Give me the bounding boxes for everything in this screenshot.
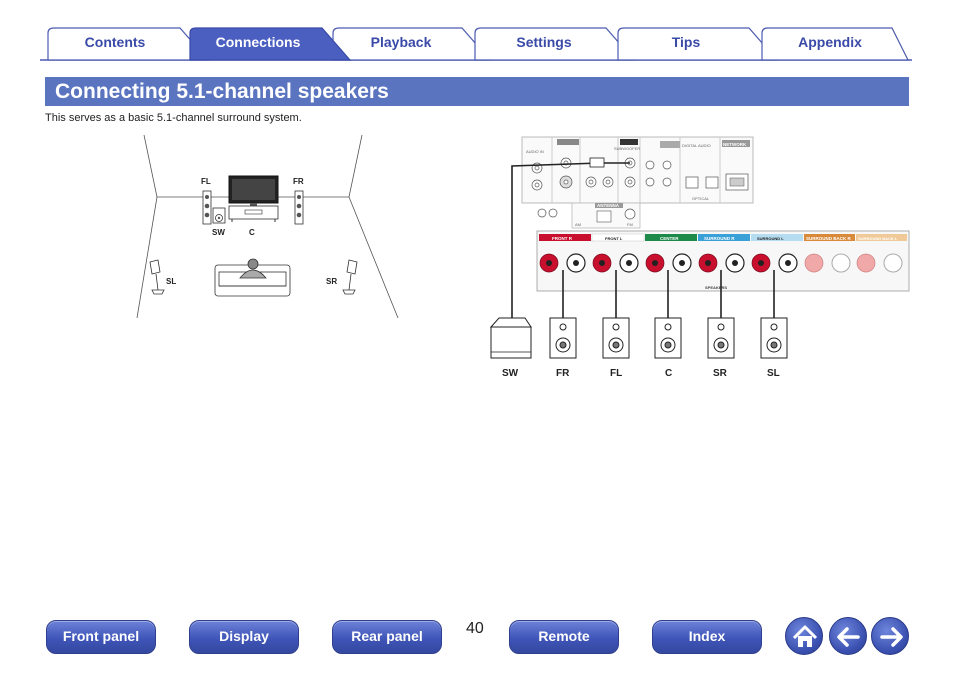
home-button[interactable]: [785, 617, 823, 655]
tab-playback[interactable]: Playback: [370, 34, 432, 50]
panel-label-fm: FM: [627, 222, 633, 227]
room-layout-diagram: [136, 134, 399, 319]
forward-button[interactable]: [871, 617, 909, 655]
room-label-fl: FL: [201, 177, 211, 186]
terminal-label-surround-r: SURROUND R: [704, 236, 735, 241]
wiring-label-fr: FR: [556, 368, 570, 379]
tab-tips[interactable]: Tips: [671, 34, 701, 50]
back-button[interactable]: [829, 617, 867, 655]
sr-speaker-icon: [342, 259, 358, 295]
wiring-label-sr: SR: [713, 368, 728, 379]
tab-contents[interactable]: Contents: [84, 34, 146, 50]
panel-label-optical: OPTICAL: [692, 196, 710, 201]
page-number: 40: [466, 620, 484, 637]
page-title-bar: Connecting 5.1-channel speakers: [45, 77, 909, 106]
terminal-label-front-r: FRONT R: [552, 236, 573, 241]
rear-panel-button[interactable]: Rear panel: [332, 620, 442, 654]
terminal-label-surround-back-r: SURROUND BACK R: [806, 236, 851, 241]
terminal-label-center: CENTER: [660, 236, 679, 241]
tv-icon: [228, 175, 279, 222]
tab-settings[interactable]: Settings: [516, 34, 572, 50]
speaker-terminals: [539, 253, 903, 273]
panel-label-subwoofer: SUBWOOFER: [614, 146, 640, 151]
panel-label-digital-audio: DIGITAL AUDIO: [682, 143, 711, 148]
terminal-label-surround-l: SURROUND L: [757, 236, 784, 241]
room-label-sr: SR: [326, 277, 337, 286]
tab-connections[interactable]: Connections: [215, 34, 301, 50]
tab-shapes: [40, 27, 912, 61]
wiring-label-c: C: [665, 368, 672, 379]
wiring-label-sl: SL: [767, 368, 780, 379]
wiring-label-fl: FL: [610, 368, 622, 379]
room-label-sl: SL: [166, 277, 176, 286]
arrow-left-icon: [837, 627, 860, 647]
index-button[interactable]: Index: [652, 620, 762, 654]
home-icon: [792, 625, 818, 647]
panel-label-speakers: SPEAKERS: [705, 285, 727, 290]
tab-appendix[interactable]: Appendix: [798, 34, 862, 50]
fl-speaker-icon: [202, 190, 212, 225]
page-title: Connecting 5.1-channel speakers: [55, 80, 389, 103]
fr-speaker-icon: [294, 190, 304, 225]
panel-label-am: AM: [575, 222, 581, 227]
display-button[interactable]: Display: [189, 620, 299, 654]
wiring-label-sw: SW: [502, 368, 519, 379]
sw-speaker-icon: [212, 207, 226, 224]
panel-label-audio-in: AUDIO IN: [526, 149, 544, 154]
top-tab-bar: Contents Connections Playback Settings T…: [0, 0, 954, 62]
front-panel-button[interactable]: Front panel: [46, 620, 156, 654]
sofa-icon: [214, 258, 291, 297]
panel-label-antenna: ANTENNA: [597, 203, 620, 208]
panel-label-network: NETWORK: [723, 142, 747, 147]
intro-text: This serves as a basic 5.1-channel surro…: [45, 112, 302, 124]
remote-button[interactable]: Remote: [509, 620, 619, 654]
wiring-speaker-icons: [549, 317, 788, 359]
room-label-c: C: [249, 228, 255, 237]
terminal-label-surround-back-l: SURROUND BACK L: [858, 236, 898, 241]
arrow-right-icon: [880, 627, 903, 647]
wiring-subwoofer-icon: [489, 317, 532, 359]
terminal-label-front-l: FRONT L: [605, 236, 623, 241]
room-label-fr: FR: [293, 177, 304, 186]
room-label-sw: SW: [212, 228, 225, 237]
rear-panel-illustration: NETWORK AUDIO IN DIGITAL AUDIO OPTICAL S…: [489, 136, 910, 359]
sl-speaker-icon: [149, 259, 165, 295]
